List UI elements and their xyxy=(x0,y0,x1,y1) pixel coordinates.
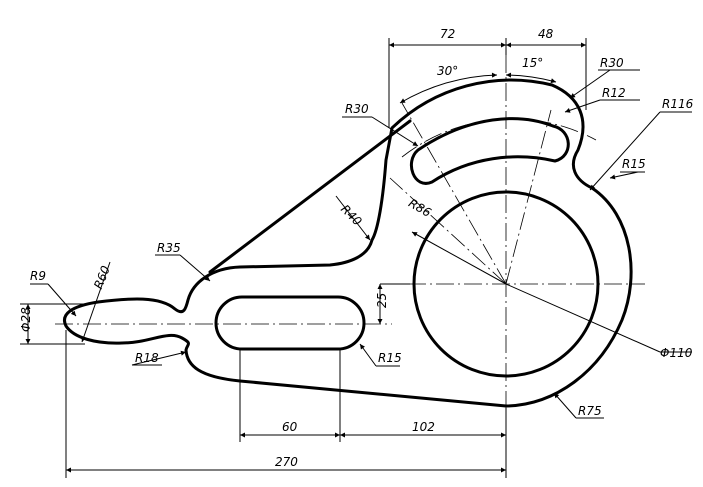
radius-r40: R40 xyxy=(338,202,365,229)
radius-r75: R75 xyxy=(578,404,602,418)
radius-r12: R12 xyxy=(602,86,626,100)
radius-r60: R60 xyxy=(91,263,113,290)
radius-r30-left: R30 xyxy=(345,102,369,116)
diameter-phi110: Φ110 xyxy=(660,346,693,360)
radius-r15-right: R15 xyxy=(622,157,646,171)
slot-hole xyxy=(214,295,366,351)
arc-slot-hole xyxy=(409,117,570,185)
angle-30: 30° xyxy=(437,64,458,78)
bore-circle-phi110 xyxy=(412,190,600,378)
radius-r116: R116 xyxy=(662,97,694,111)
dimension-lines xyxy=(20,38,692,478)
radius-r86: R86 xyxy=(406,196,434,220)
radius-r9: R9 xyxy=(30,269,46,283)
dim-25: 25 xyxy=(375,293,389,308)
radial-r86-line xyxy=(389,177,507,285)
radius-r15-slot: R15 xyxy=(378,351,402,365)
tangent-line xyxy=(208,119,412,274)
part-outline xyxy=(63,78,633,408)
radius-r35: R35 xyxy=(157,241,181,255)
radial-30deg-line xyxy=(401,102,507,285)
dim-270: 270 xyxy=(275,455,298,469)
radius-r30-top: R30 xyxy=(600,56,624,70)
angle-15: 15° xyxy=(522,56,543,70)
center-lines xyxy=(55,55,645,408)
diameter-phi28: Φ28 xyxy=(19,307,33,332)
dim-60: 60 xyxy=(282,420,298,434)
arc-slot-centerline xyxy=(401,118,597,158)
radial-15deg-line xyxy=(505,109,552,285)
dim-102: 102 xyxy=(412,420,435,434)
radius-r18: R18 xyxy=(135,351,159,365)
dim-72: 72 xyxy=(440,27,455,41)
dimension-labels: 72 48 30° 15° R30 R12 R116 R15 R30 R40 R… xyxy=(19,27,694,469)
dim-48: 48 xyxy=(538,27,554,41)
